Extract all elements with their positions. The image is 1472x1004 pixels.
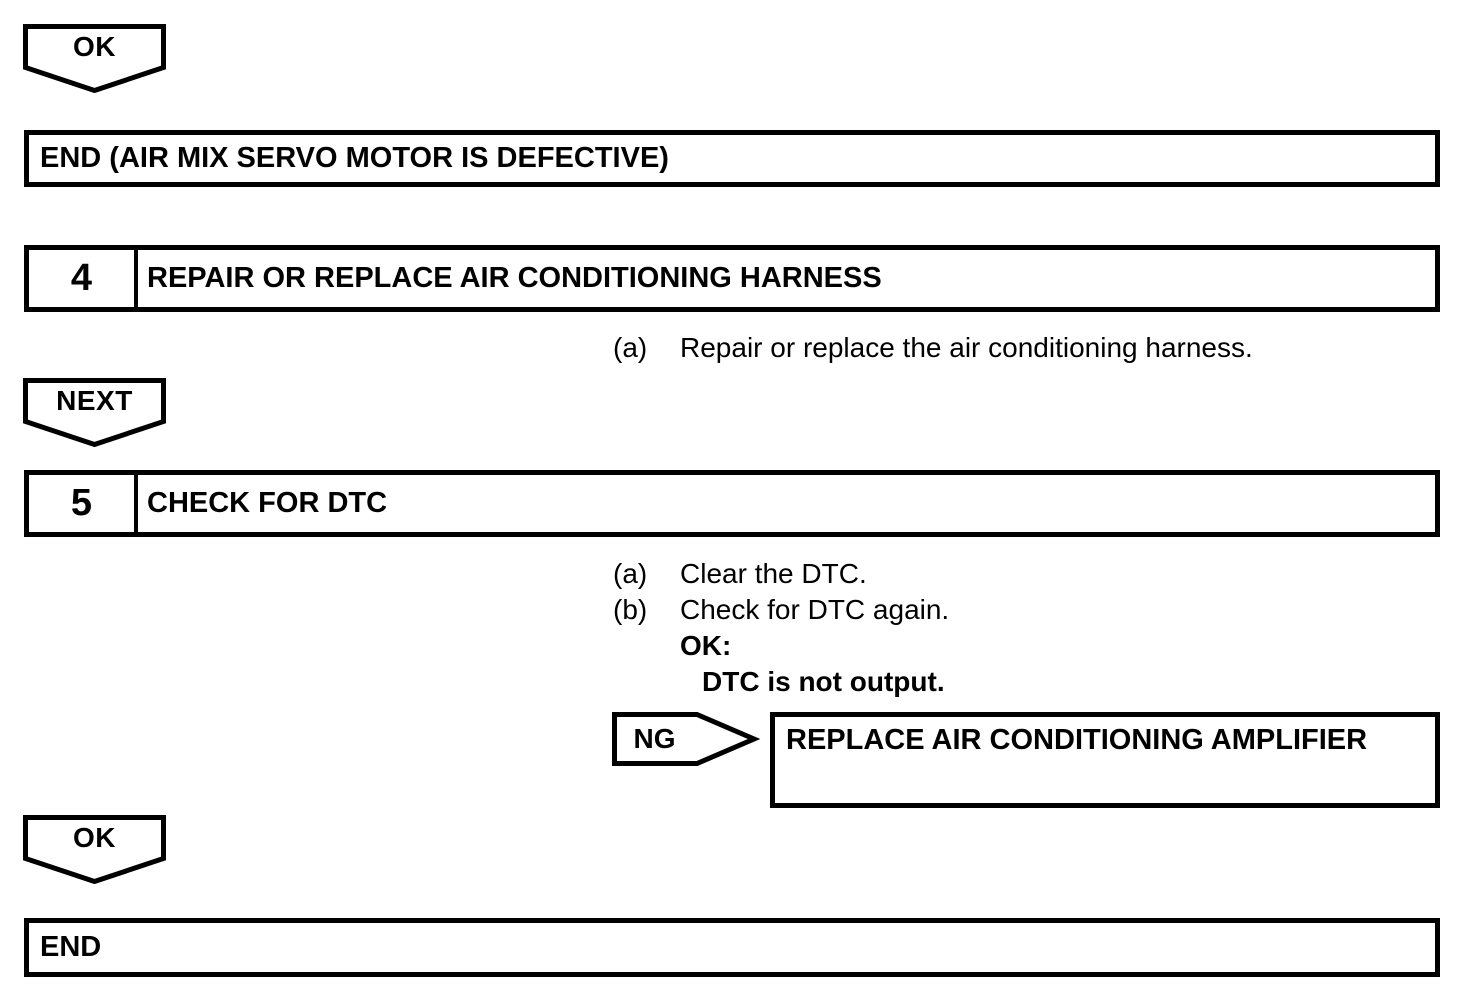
right-arrow-icon bbox=[612, 712, 761, 766]
instruction-row: (a) Repair or replace the air conditioni… bbox=[613, 330, 1253, 366]
instruction-marker: (a) bbox=[613, 558, 648, 589]
instruction-text: Check for DTC again. bbox=[680, 594, 950, 625]
step-5-header: 5 CHECK FOR DTC bbox=[24, 470, 1440, 537]
end-box: END bbox=[24, 918, 1440, 977]
ok-connector-top: OK bbox=[23, 24, 166, 94]
next-connector: NEXT bbox=[23, 378, 166, 448]
down-arrow-icon bbox=[23, 24, 166, 94]
replace-amplifier-label: REPLACE AIR CONDITIONING AMPLIFIER bbox=[786, 724, 1368, 756]
ok-condition-result: DTC is not output. bbox=[702, 666, 945, 697]
replace-amplifier-box: REPLACE AIR CONDITIONING AMPLIFIER bbox=[770, 712, 1440, 808]
step-4-number: 4 bbox=[29, 250, 138, 307]
connector-label: OK bbox=[73, 822, 116, 853]
step-4-title: REPAIR OR REPLACE AIR CONDITIONING HARNE… bbox=[147, 262, 882, 294]
ok-connector-bottom: OK bbox=[23, 815, 166, 885]
step-5-title: CHECK FOR DTC bbox=[147, 487, 388, 519]
step-5-instructions: (a) Clear the DTC. (b) Check for DTC aga… bbox=[613, 556, 949, 700]
end-defective-label: END (AIR MIX SERVO MOTOR IS DEFECTIVE) bbox=[40, 142, 669, 174]
instruction-text: Repair or replace the air conditioning h… bbox=[680, 332, 1253, 363]
step-4-header: 4 REPAIR OR REPLACE AIR CONDITIONING HAR… bbox=[24, 245, 1440, 312]
end-defective-box: END (AIR MIX SERVO MOTOR IS DEFECTIVE) bbox=[24, 130, 1440, 187]
down-arrow-icon bbox=[23, 815, 166, 885]
connector-label: OK bbox=[73, 31, 116, 62]
down-arrow-icon bbox=[23, 378, 166, 448]
instruction-marker: (b) bbox=[613, 594, 648, 625]
step-5-number: 5 bbox=[29, 475, 138, 532]
connector-label: NG bbox=[633, 723, 676, 754]
instruction-marker: (a) bbox=[613, 332, 648, 363]
instruction-text: Clear the DTC. bbox=[680, 558, 867, 589]
end-label: END bbox=[40, 931, 102, 963]
connector-label: NEXT bbox=[56, 385, 133, 416]
instruction-row: (b) Check for DTC again. bbox=[613, 592, 949, 628]
ok-condition-label: OK: bbox=[680, 630, 732, 661]
step-4-instructions: (a) Repair or replace the air conditioni… bbox=[613, 330, 1253, 366]
ng-connector: NG bbox=[612, 712, 761, 766]
instruction-row: (a) Clear the DTC. bbox=[613, 556, 949, 592]
